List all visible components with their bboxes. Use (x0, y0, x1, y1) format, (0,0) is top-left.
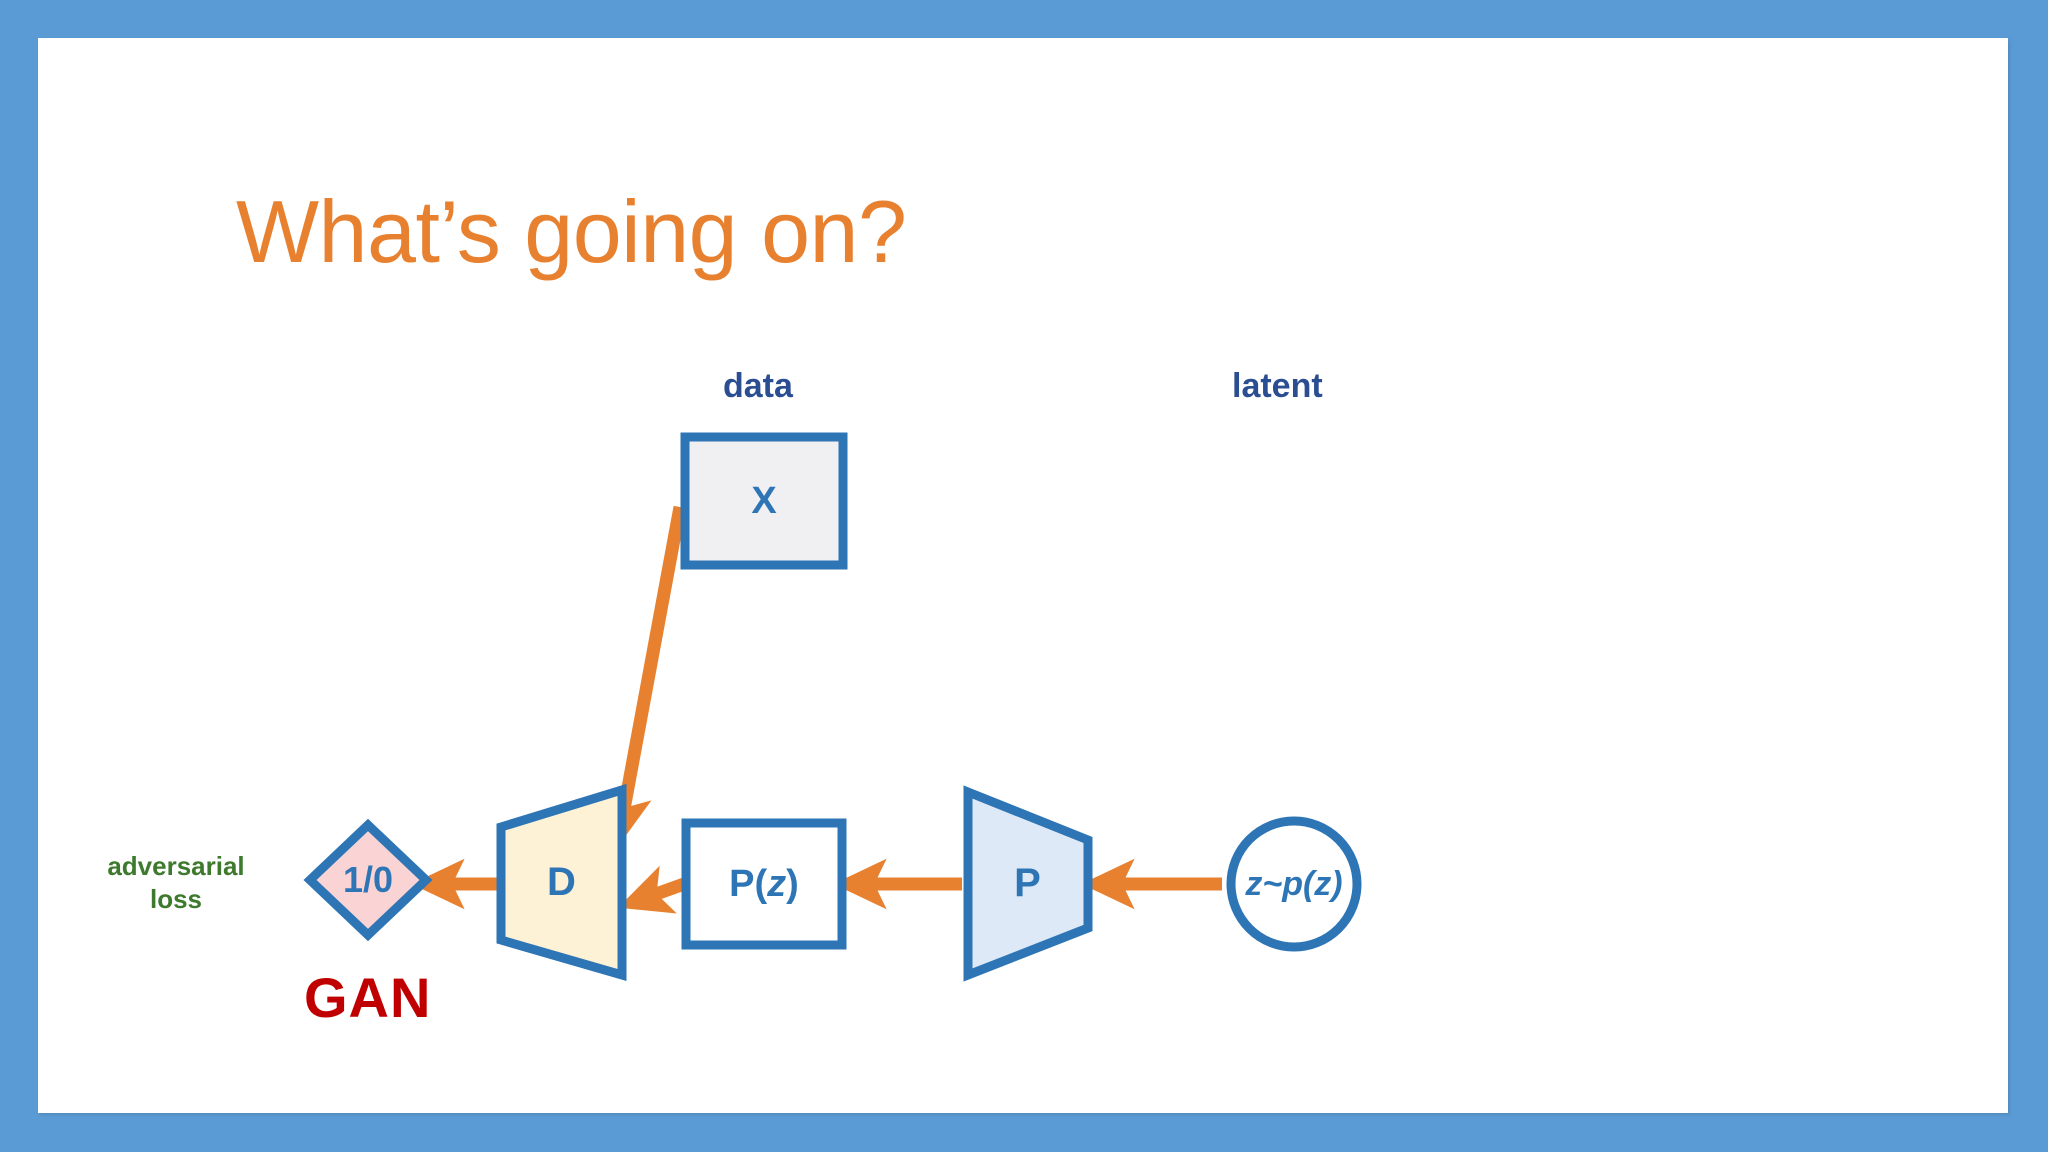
node-generator[interactable] (963, 785, 1093, 982)
page-title: What’s going on? (236, 182, 907, 281)
node-discriminator[interactable] (496, 783, 627, 981)
node-latent-sample[interactable] (1226, 816, 1362, 952)
arrow-data-to-discriminator (601, 505, 687, 849)
label-latent: latent (1232, 367, 1323, 405)
label-data: data (723, 367, 793, 405)
label-gan: GAN (304, 966, 432, 1029)
node-x[interactable] (680, 432, 848, 570)
label-adversarial-loss: adversarial loss (107, 851, 245, 914)
node-one-zero[interactable] (303, 818, 433, 942)
arrow-pz-to-discriminator (618, 865, 687, 914)
node-p-of-z[interactable] (681, 818, 847, 950)
